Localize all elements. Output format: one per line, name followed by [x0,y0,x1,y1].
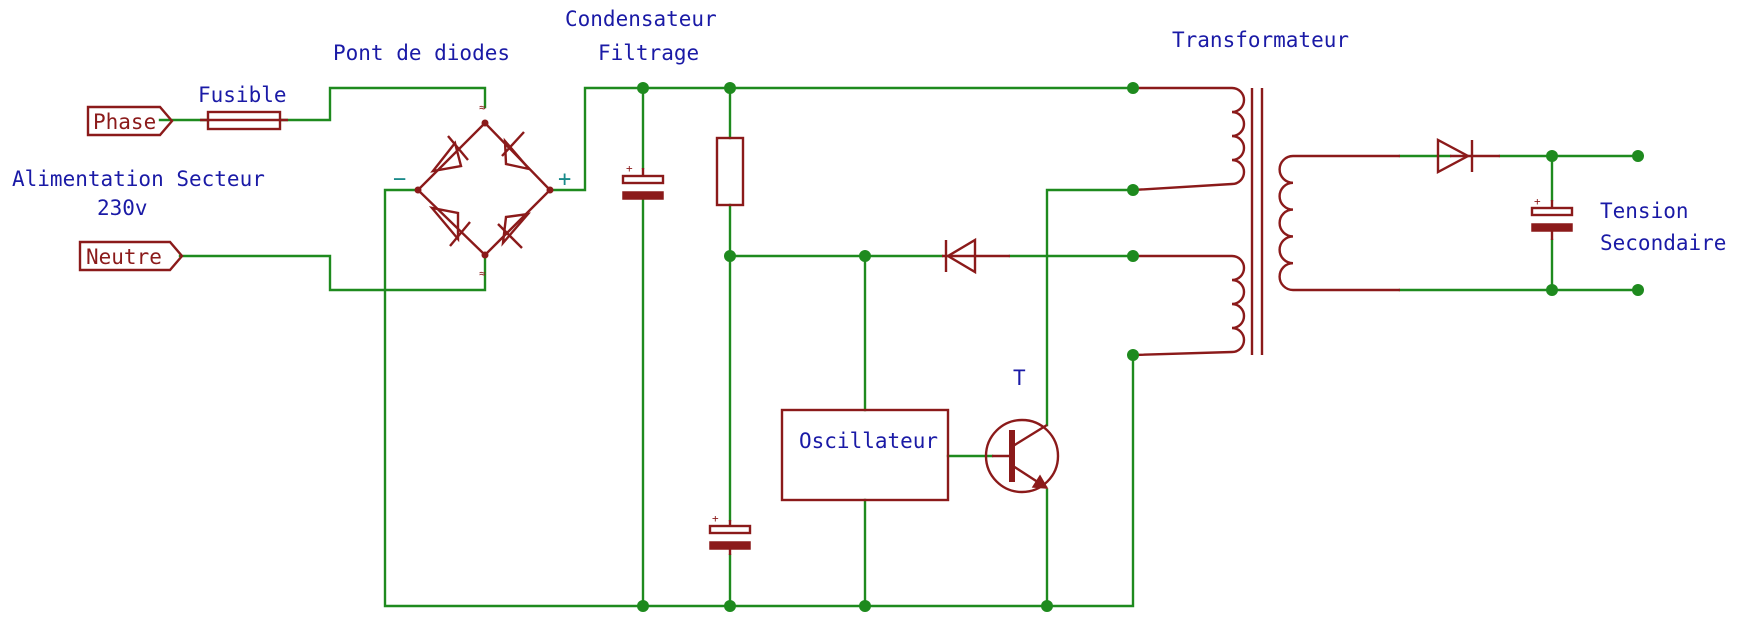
phase-label: Phase [93,110,156,134]
diode-bridge: ≈ ≈ − + [393,101,571,280]
neutre-connector: Neutre [78,240,184,272]
bridge-minus: − [393,167,406,192]
transistor: T [984,366,1060,494]
filter-capacitor: + [621,162,665,200]
bridge-diode-1 [430,135,469,173]
cond-label-line1: Condensateur [565,7,717,31]
bias-capacitor: + [708,512,752,555]
transistor-label: T [1013,366,1026,390]
fuse [200,110,288,131]
bias-cap-plus: + [712,512,719,525]
secondary-diode [1436,138,1500,174]
resistor [715,136,745,207]
feedback-diode [942,237,1010,275]
tension-label-line1: Tension [1600,199,1689,223]
ac-mark-bottom: ≈ [479,267,486,280]
bridge-label: Pont de diodes [333,41,510,65]
oscillator-label: Oscillateur [799,429,938,453]
filter-cap-plus: + [626,162,633,175]
neutre-label: Neutre [86,245,162,269]
bridge-diode-2 [501,131,533,171]
alim-label-line2: 230v [97,196,148,220]
ac-mark-top: ≈ [479,101,486,114]
fuse-label: Fusible [198,83,287,107]
oscillator-block: Oscillateur [780,408,950,502]
junctions [637,82,1644,612]
secondary-cap-plus: + [1534,195,1541,208]
alim-label-line1: Alimentation Secteur [12,167,265,191]
phase-connector: Phase [86,105,174,137]
secondary-capacitor: + [1530,195,1574,240]
bridge-plus: + [558,167,571,192]
cond-label-line2: Filtrage [598,41,699,65]
wires [158,86,1640,608]
bridge-diode-4 [497,212,531,249]
bridge-diode-3 [428,206,471,247]
transformer [1132,86,1400,357]
labels: Fusible Alimentation Secteur 230v Pont d… [12,7,1726,255]
transformer-label: Transformateur [1172,28,1349,52]
tension-label-line2: Secondaire [1600,231,1726,255]
